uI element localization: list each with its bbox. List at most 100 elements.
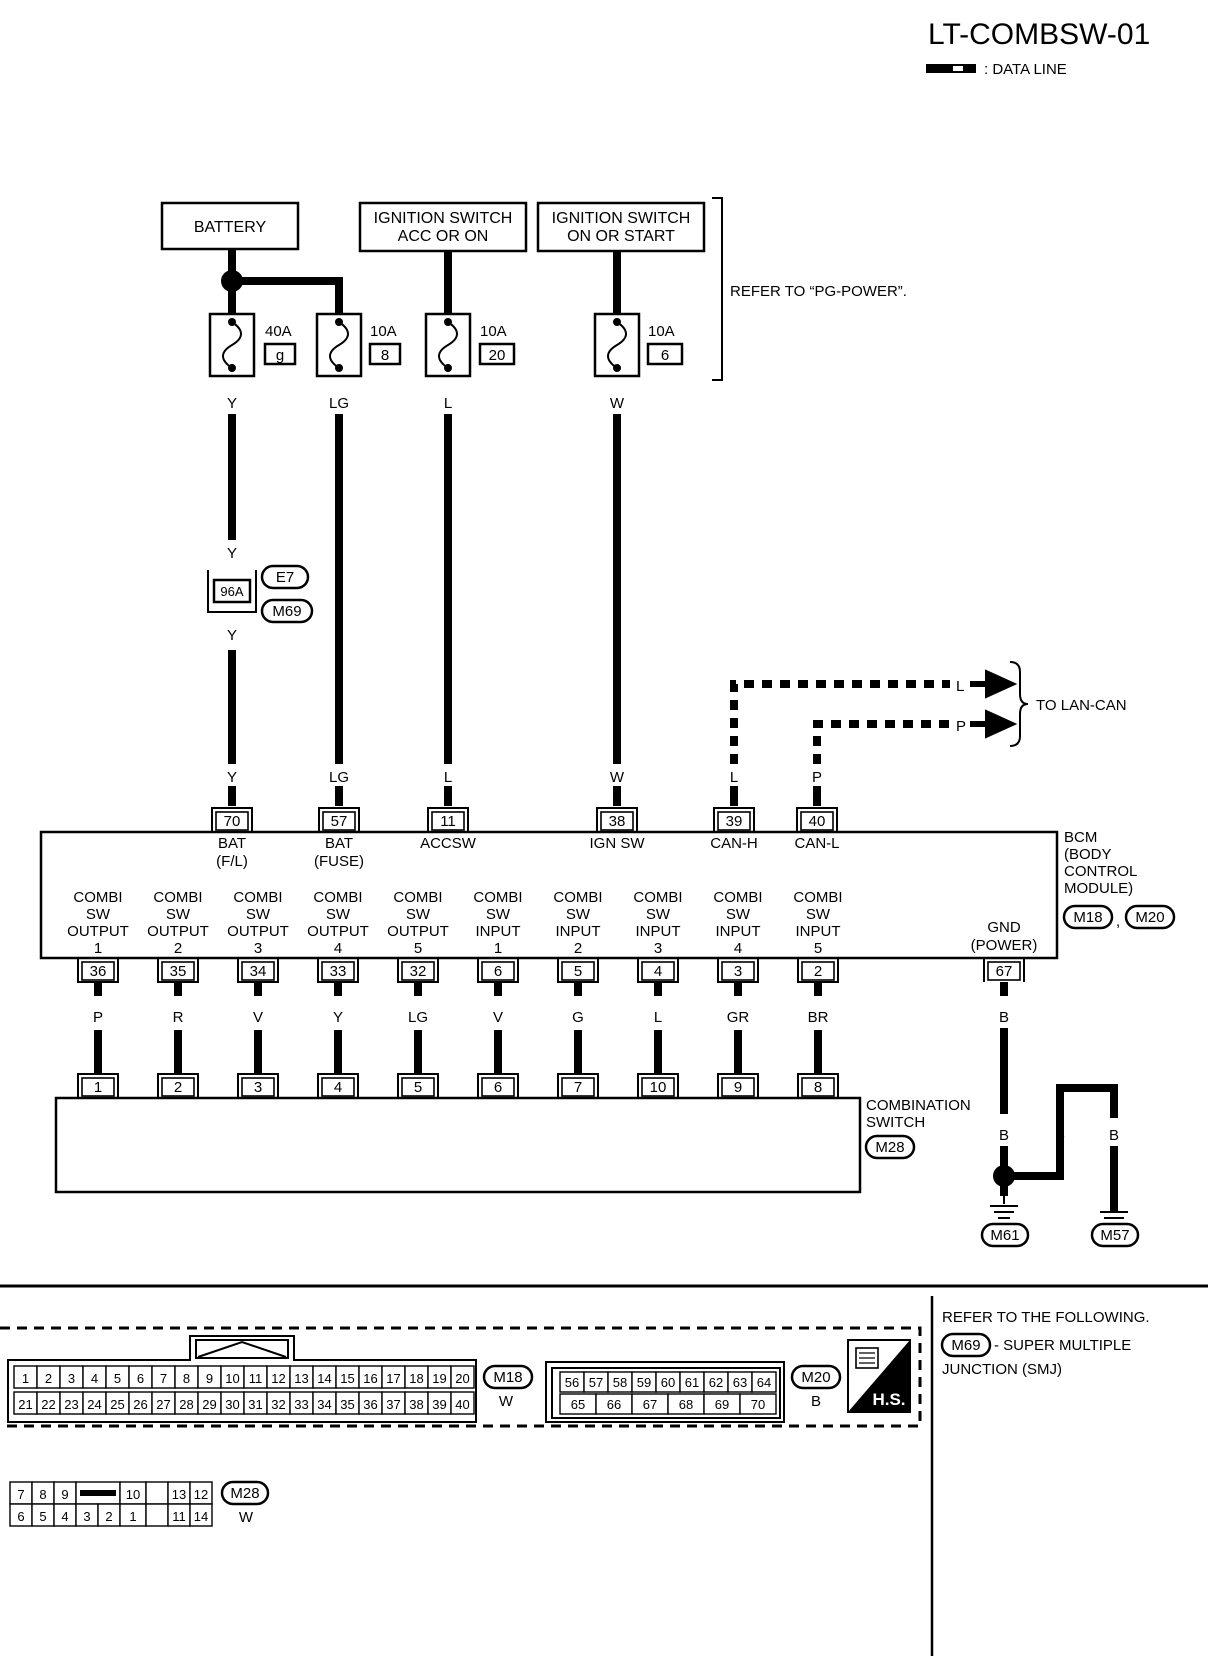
func-line: 5 <box>414 940 422 957</box>
cell-pin: 34 <box>317 1397 331 1412</box>
wire-color: GR <box>727 1009 750 1026</box>
ign-on-label-1: IGNITION SWITCH <box>552 210 691 227</box>
bcm-func: BAT <box>325 835 353 852</box>
connector-cell <box>450 1365 475 1389</box>
wire-color: R <box>173 1009 184 1026</box>
cell-pin: 66 <box>607 1397 621 1412</box>
wire-color: V <box>253 1009 263 1026</box>
func-line: SW <box>566 906 591 923</box>
gnd-wire: B <box>999 1009 1009 1026</box>
cell-pin: 30 <box>225 1397 239 1412</box>
cell-pin: 35 <box>340 1397 354 1412</box>
fuse-2: 10A 8 <box>315 312 402 378</box>
func-line: COMBI <box>153 889 202 906</box>
cell-pin: 25 <box>110 1397 124 1412</box>
m20-name: M20 <box>801 1369 830 1386</box>
switch-pin-number: 5 <box>414 1079 422 1096</box>
func-line: (POWER) <box>971 937 1038 954</box>
func-line: OUTPUT <box>307 923 369 940</box>
bcm-top-wire: LG <box>329 769 349 786</box>
bcm-conn-1: M18 <box>1073 909 1102 926</box>
ground-wire-3: B <box>1109 1127 1119 1144</box>
cell-pin: 68 <box>679 1397 693 1412</box>
cell-pin: 8 <box>39 1487 46 1502</box>
func-line: INPUT <box>716 923 761 940</box>
func-line: 3 <box>254 940 262 957</box>
cell-pin: 16 <box>363 1371 377 1386</box>
cell-pin: 61 <box>685 1375 699 1390</box>
cell-pin: 9 <box>206 1371 213 1386</box>
func-line: OUTPUT <box>227 923 289 940</box>
arrow-icon <box>970 669 1018 699</box>
cell-pin: 20 <box>455 1371 469 1386</box>
switch-pin-number: 1 <box>94 1079 102 1096</box>
cell-pin: 5 <box>114 1371 121 1386</box>
ground-icon <box>990 1205 1018 1219</box>
bcm-pin-11: 11 <box>427 807 469 832</box>
cell-pin: 21 <box>18 1397 32 1412</box>
switch-pin-number: 3 <box>254 1079 262 1096</box>
cell-pin: 62 <box>709 1375 723 1390</box>
func-line: 4 <box>734 940 742 957</box>
pin-number: 11 <box>440 813 456 830</box>
func-line: SW <box>326 906 351 923</box>
func-line: INPUT <box>796 923 841 940</box>
connector-cell <box>145 1503 169 1527</box>
bcm-label: MODULE) <box>1064 880 1133 897</box>
fuse-4-amp: 10A <box>648 323 675 340</box>
cell-pin: 23 <box>64 1397 78 1412</box>
bcm-top-wire: L <box>730 769 738 786</box>
bcm-label: CONTROL <box>1064 863 1137 880</box>
cell-pin: 6 <box>17 1509 24 1524</box>
func-line: COMBI <box>313 889 362 906</box>
refer-power: REFER TO “PG-POWER”. <box>730 283 907 300</box>
bcm-func: IGN SW <box>590 835 646 852</box>
comb-switch-label-2: SWITCH <box>866 1114 925 1131</box>
cell-pin: 67 <box>643 1397 657 1412</box>
wire-color: L <box>654 1009 662 1026</box>
bcm-func: CAN-H <box>710 835 758 852</box>
cell-pin: 65 <box>571 1397 585 1412</box>
switch-pin-number: 8 <box>814 1079 822 1096</box>
cell-pin: 27 <box>156 1397 170 1412</box>
cell-pin: 29 <box>202 1397 216 1412</box>
bcm-pin-number: 4 <box>654 963 662 980</box>
refer-line-1: REFER TO THE FOLLOWING. <box>942 1309 1150 1326</box>
fuse-2-num: 8 <box>381 347 389 364</box>
func-line: SW <box>646 906 671 923</box>
func-line: 4 <box>334 940 342 957</box>
bcm-pin-number: 32 <box>410 963 427 980</box>
wire-label: LG <box>329 395 349 412</box>
wire-color: LG <box>408 1009 428 1026</box>
cell-pin: 26 <box>133 1397 147 1412</box>
fuse-3: 10A 20 <box>424 312 516 378</box>
func-line: SW <box>166 906 191 923</box>
wire-color: V <box>493 1009 503 1026</box>
m28-latch <box>80 1490 116 1496</box>
lan-can-label: TO LAN-CAN <box>1036 697 1127 714</box>
joint-conn-bottom: M69 <box>272 603 301 620</box>
func-line: SW <box>246 906 271 923</box>
fuse-3-amp: 10A <box>480 323 507 340</box>
ign-acc-label-1: IGNITION SWITCH <box>374 210 513 227</box>
ground-icon <box>1100 1211 1128 1225</box>
arrow-icon <box>970 709 1018 739</box>
bcm-pin-38: 38 <box>596 807 638 832</box>
hs-label: H.S. <box>872 1390 905 1409</box>
joint-pin: 96A <box>220 584 243 599</box>
bcm-pin-number: 36 <box>90 963 107 980</box>
bcm-top-wire: W <box>610 769 625 786</box>
legend-text: : DATA LINE <box>984 61 1067 78</box>
func-line: 1 <box>494 940 502 957</box>
ground-circuit: 67 B B B B M61 M57 <box>980 957 1140 1248</box>
cell-pin: 11 <box>249 1371 263 1386</box>
cell-pin: 24 <box>87 1397 101 1412</box>
cell-pin: 12 <box>271 1371 285 1386</box>
cell-pin: 59 <box>637 1375 651 1390</box>
cell-pin: 15 <box>340 1371 354 1386</box>
